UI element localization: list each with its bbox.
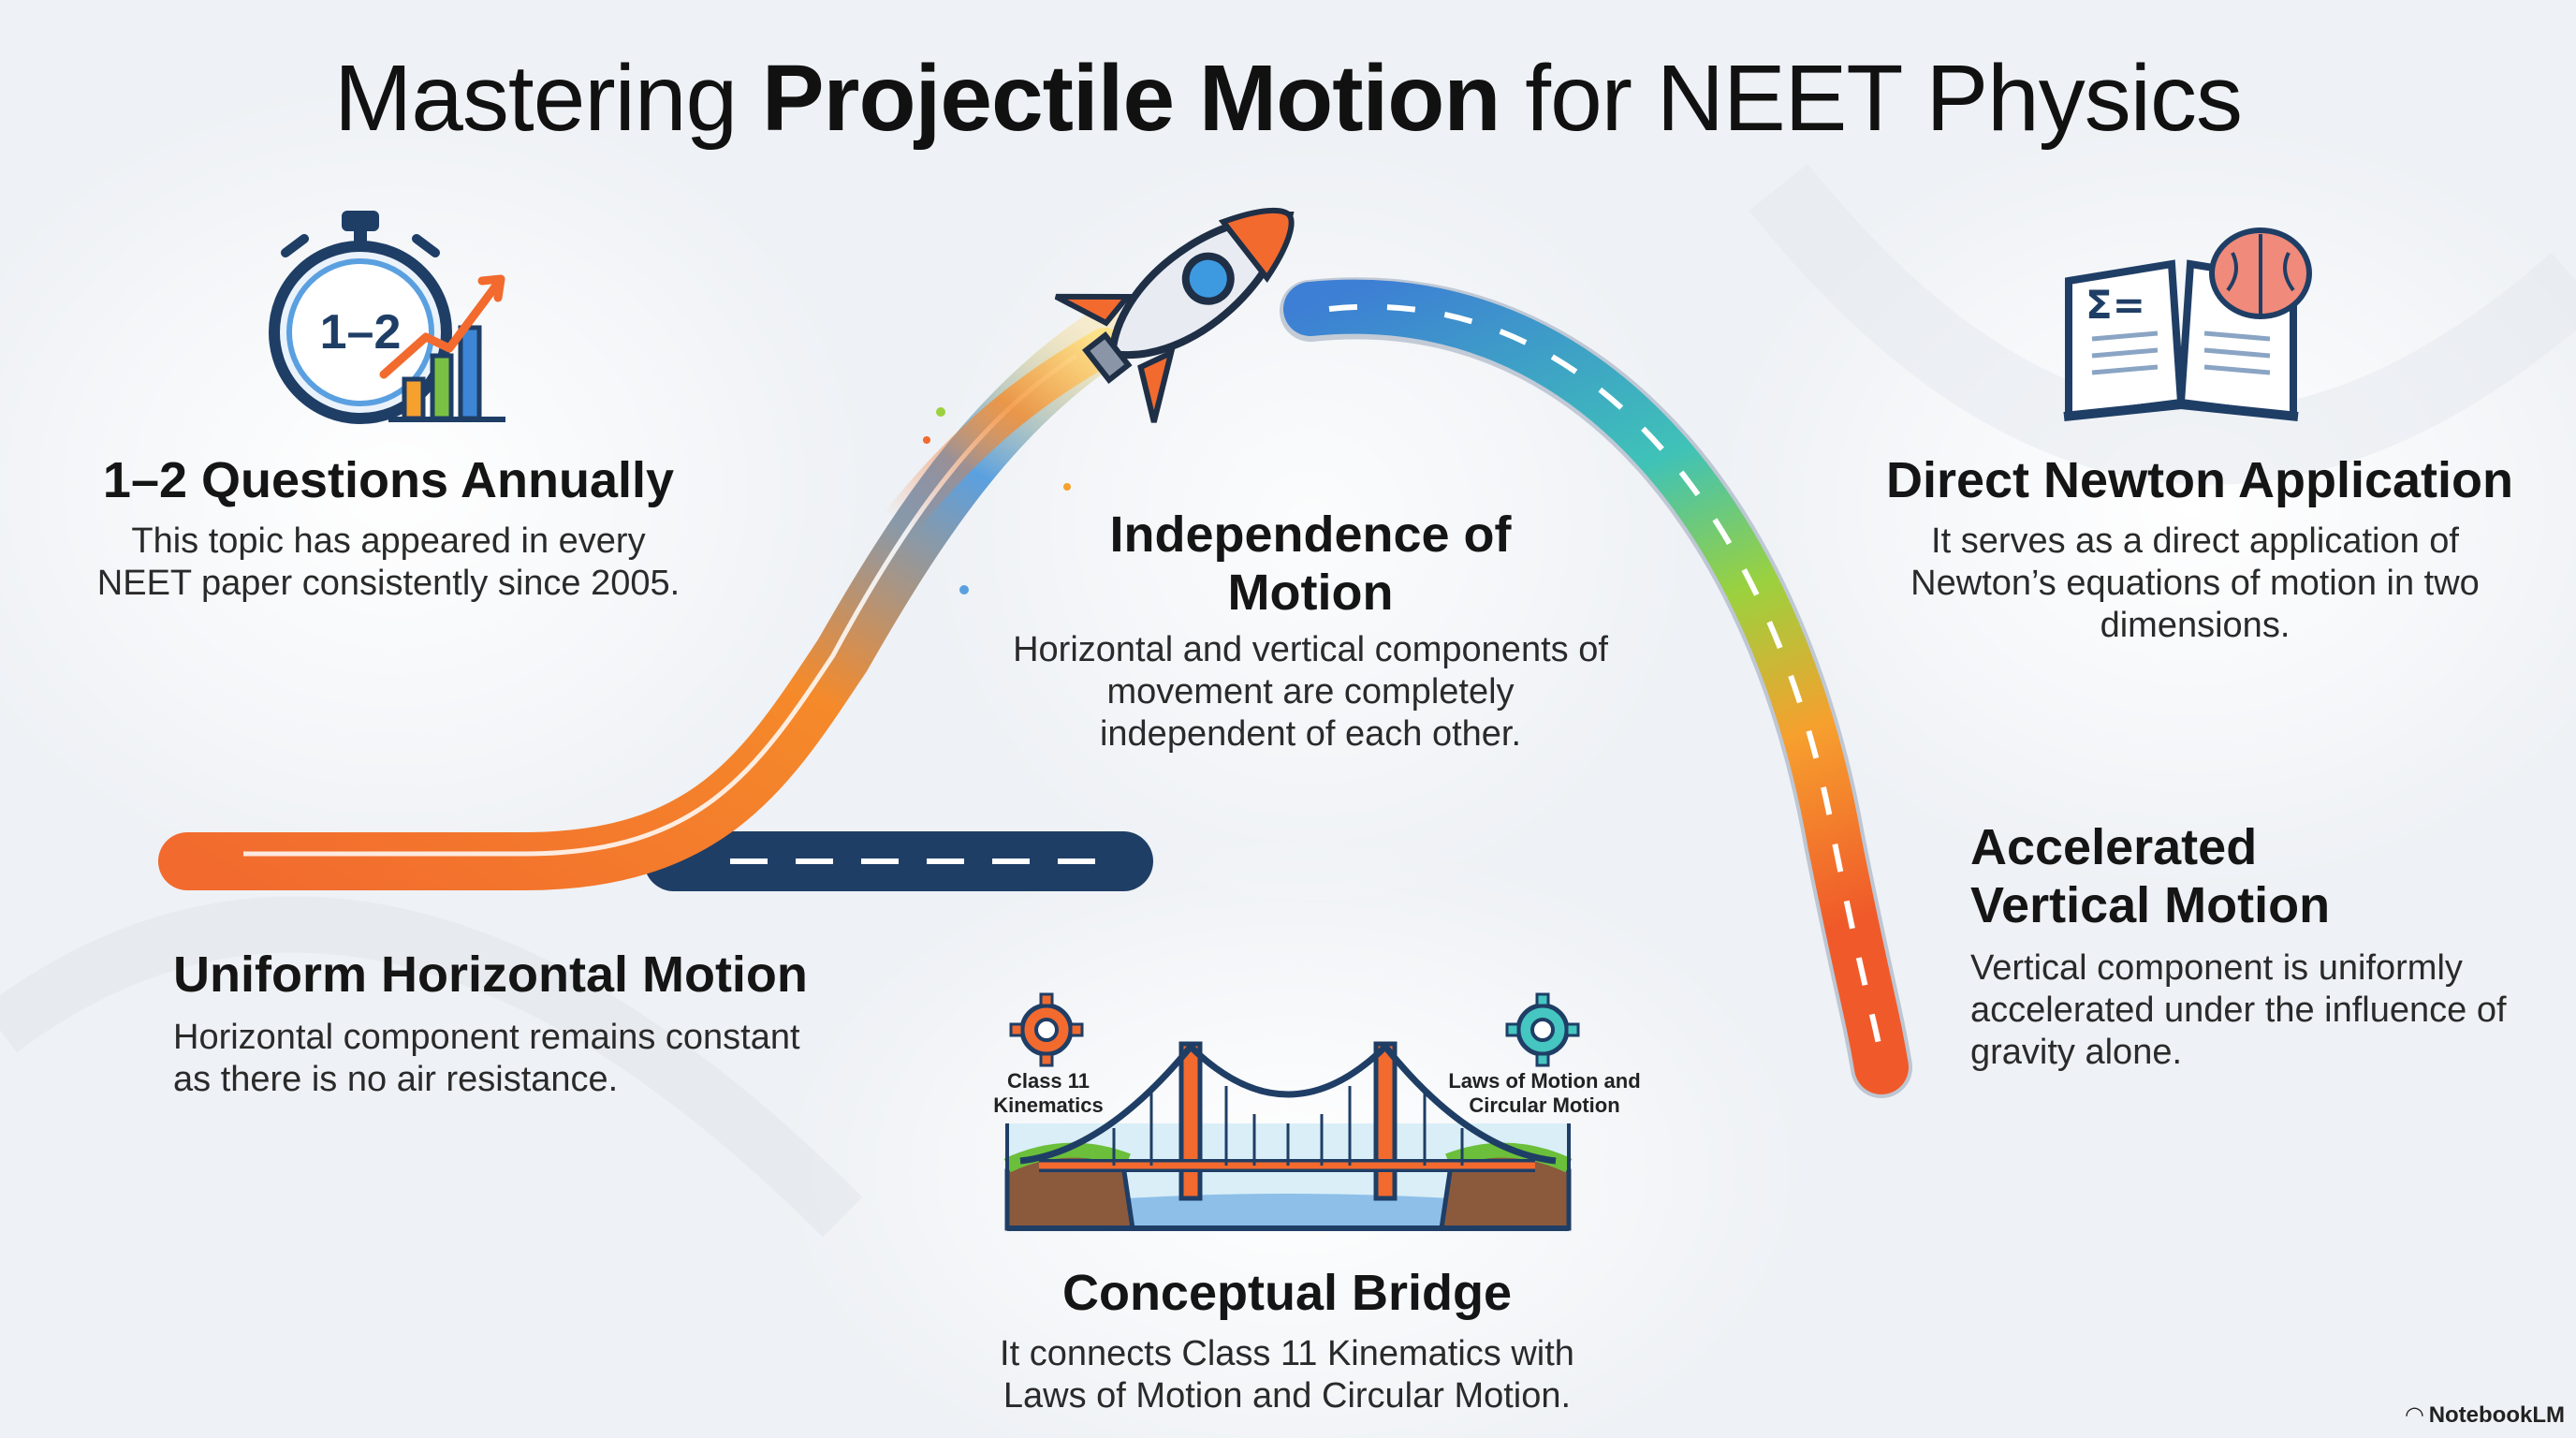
bridge-heading: Conceptual Bridge	[1061, 1265, 1513, 1321]
page-title: Mastering Projectile Motion for NEET Phy…	[0, 45, 2576, 153]
stopwatch-text: 1–2	[320, 305, 402, 360]
stopwatch-chart-icon: 1–2	[269, 211, 505, 424]
book-brain-icon: Σ=	[2063, 227, 2312, 421]
questions-heading: 1–2 Questions Annually	[102, 452, 675, 508]
brand-logo: ◠NotebookLM	[2406, 1401, 2565, 1429]
accelerated-heading: Accelerated Vertical Motion	[1970, 819, 2331, 933]
svg-text:Σ=: Σ=	[2086, 282, 2145, 328]
accelerated-body: Vertical component is uniformly accelera…	[1970, 948, 2507, 1072]
questions-body: This topic has appeared in every NEET pa…	[96, 521, 681, 603]
uniform-heading: Uniform Horizontal Motion	[173, 946, 808, 1003]
rocket-icon	[1054, 207, 1295, 423]
newton-heading: Direct Newton Application	[1885, 452, 2514, 508]
title-suffix: for NEET Physics	[1525, 46, 2243, 151]
independence-heading: Independence of Motion	[1109, 506, 1512, 621]
title-prefix: Mastering	[334, 46, 738, 151]
bridge-body: It connects Class 11 Kinematics with Law…	[1000, 1334, 1574, 1416]
descending-trajectory	[1280, 277, 1912, 1098]
bridge-left-label: Class 11 Kinematics	[993, 1069, 1104, 1117]
gear-icon	[1505, 992, 1580, 1067]
rising-trajectory	[158, 308, 1134, 890]
newton-body: It serves as a direct application of New…	[1910, 521, 2480, 645]
brand-text: NotebookLM	[2428, 1402, 2565, 1428]
title-bold: Projectile Motion	[761, 46, 1501, 151]
independence-body: Horizontal and vertical components of mo…	[1013, 630, 1608, 754]
gear-icon	[1009, 992, 1084, 1067]
bridge-icon	[1003, 1041, 1573, 1231]
bridge-right-label: Laws of Motion and Circular Motion	[1448, 1069, 1641, 1117]
uniform-body: Horizontal component remains constant as…	[173, 1018, 800, 1099]
notebooklm-icon: ◠	[2406, 1402, 2423, 1428]
